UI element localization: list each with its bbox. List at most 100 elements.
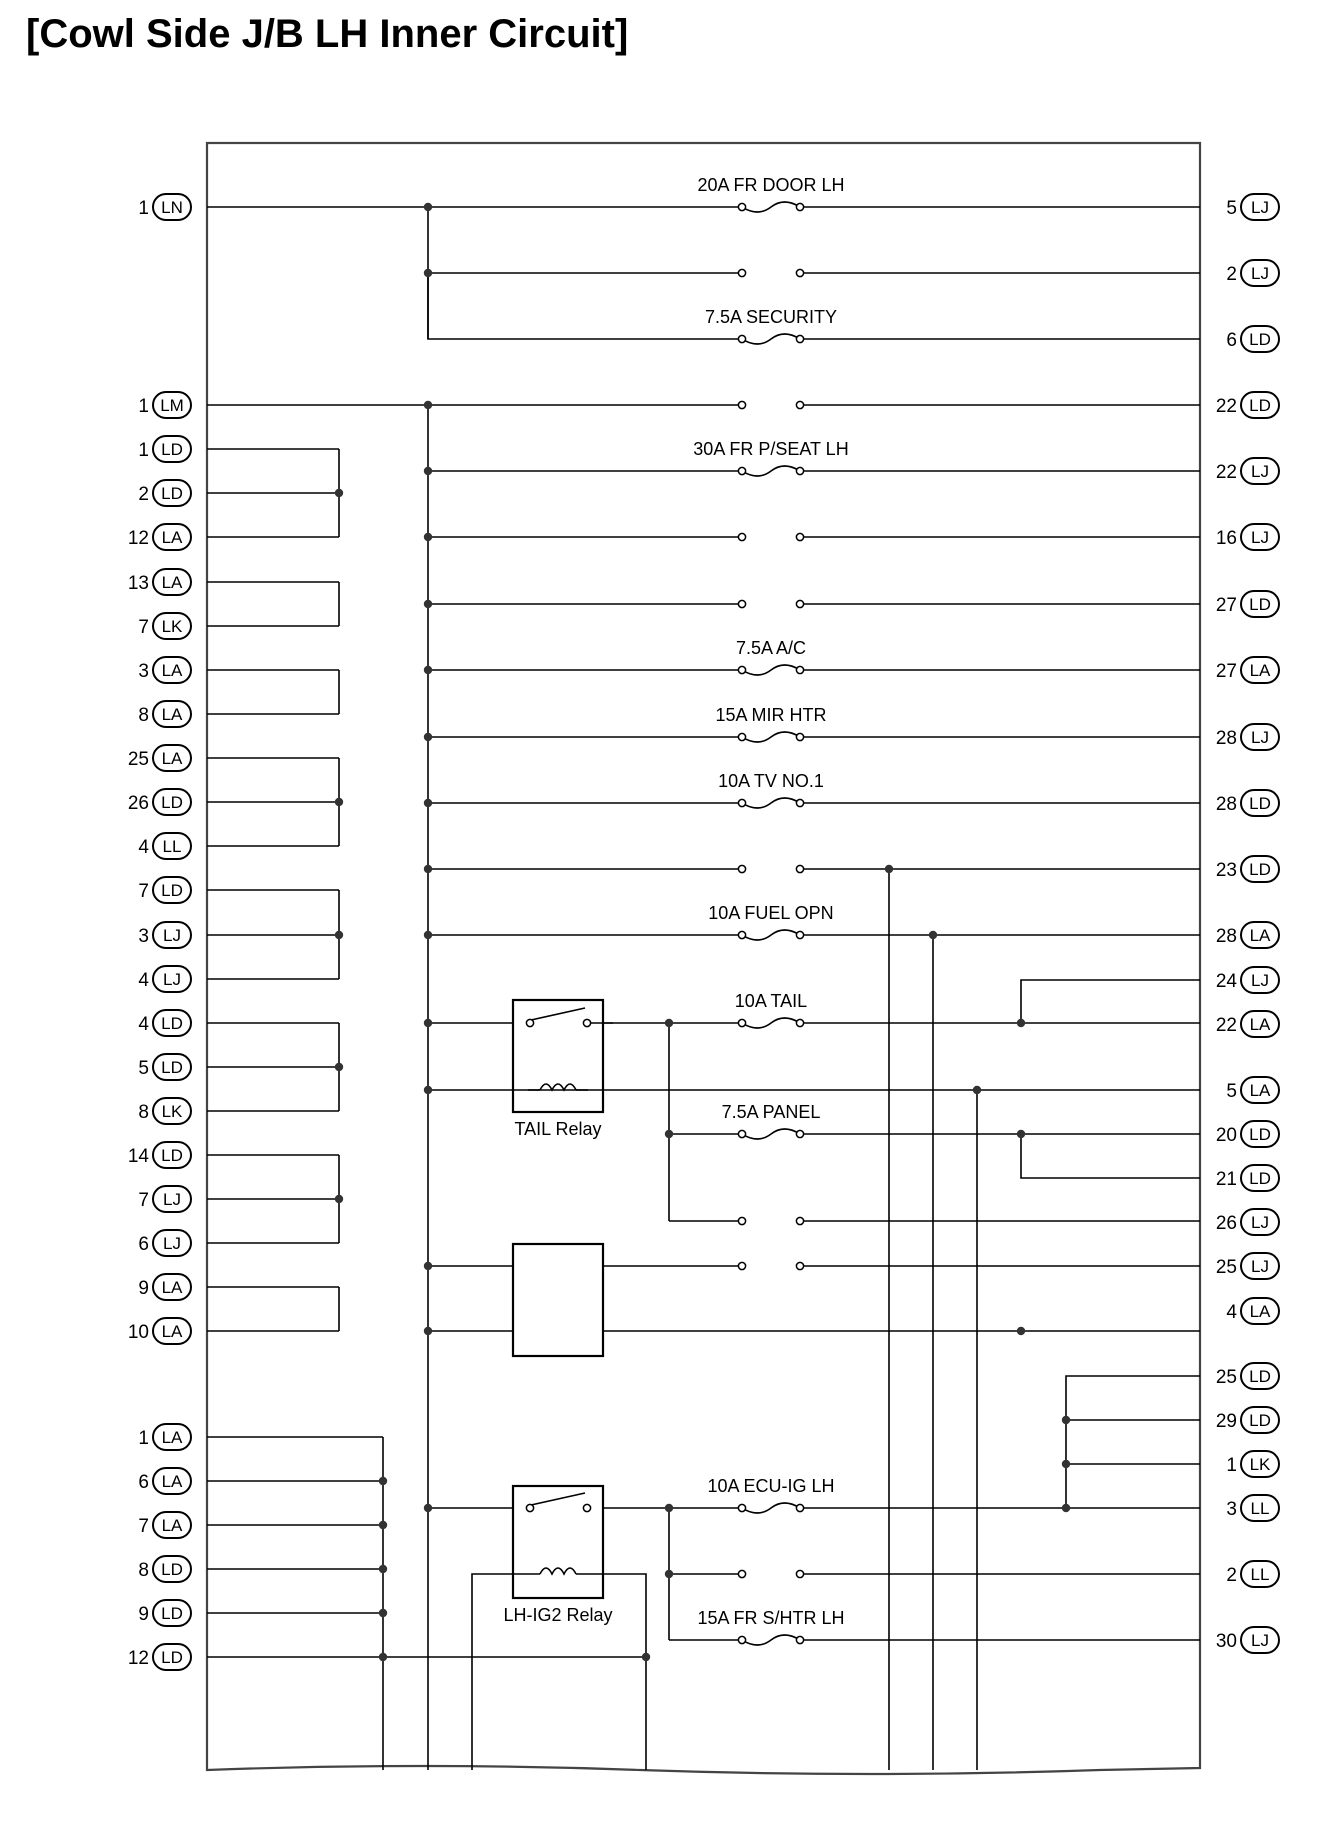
right-connector-15: LA5 [1226,1076,1280,1104]
pin-number: 3 [1226,1499,1237,1520]
connector-code: LD [1249,396,1271,415]
tail-relay-box [511,998,605,1114]
connector-code: LA [1250,926,1271,945]
relay-switch [530,1007,586,1021]
left-connector-26: LA7 [138,1511,192,1539]
pin-number: 6 [1226,330,1237,351]
connector-oval [1240,391,1280,419]
junction-dot [334,930,344,940]
pin-number: 3 [138,926,149,947]
connector-oval [1240,1164,1280,1192]
terminal-circle [525,1018,535,1028]
pin-number: 22 [1216,1015,1237,1036]
terminal-circle [795,1216,805,1226]
terminal-circle [795,732,805,742]
pin-number: 9 [138,1278,149,1299]
left-connector-21: LJ6 [138,1229,192,1257]
connector-code: LA [162,528,183,547]
lh-ig2-relay-box [511,1484,605,1600]
fuse-label: 30A FR P/SEAT LH [693,439,848,459]
fuse-label: 20A FR DOOR LH [697,175,844,195]
connector-code: LD [1249,330,1271,349]
pin-number: 4 [138,970,149,991]
connector-oval [1240,855,1280,883]
connector-oval [1240,325,1280,353]
connector-oval [1240,1297,1280,1325]
fuse-label: 7.5A SECURITY [705,307,837,327]
right-connector-3: LD 6 [1226,325,1280,353]
pin-number: 23 [1216,860,1237,881]
terminal-circle [737,400,747,410]
connector-code: LA [162,1278,183,1297]
terminal-circle [795,1569,805,1579]
junction-dot [423,1018,433,1028]
pin-number: 5 [1226,198,1237,219]
pin-number: 1 [138,396,149,417]
connector-oval [1240,723,1280,751]
fuse-symbol [741,664,801,676]
terminal-circle [737,798,747,808]
fuse-symbol [741,333,801,345]
connector-oval [152,1053,192,1081]
terminal-circle [795,930,805,940]
connector-code: LL [1251,1499,1270,1518]
left-connector-2: LM1 [138,391,192,419]
tail-relay-label: TAIL Relay [514,1119,601,1139]
connector-code: LA [1250,1302,1271,1321]
junction-dot [423,202,433,212]
terminal-circle [737,930,747,940]
connector-code: LA [162,1322,183,1341]
left-connector-15: LJ4 [138,965,192,993]
pin-number: 25 [1216,1367,1237,1388]
junction-dot [423,1326,433,1336]
terminal-circle [795,268,805,278]
connector-oval [152,193,192,221]
junction-block-frame [205,141,1202,1776]
pin-number: 1 [1226,1455,1237,1476]
connector-code: LJ [1251,198,1269,217]
connector-code: LL [163,837,182,856]
terminal-circle [795,532,805,542]
junction-dot [423,532,433,542]
terminal-circle [795,1635,805,1645]
junction-dot [423,798,433,808]
connector-code: LJ [1251,528,1269,547]
connector-oval [152,612,192,640]
junction-dot [423,466,433,476]
connector-oval [152,1643,192,1671]
terminal-circle [795,334,805,344]
terminal-circle [737,1635,747,1645]
terminal-circle [525,1503,535,1513]
right-connector-24: LL 3 [1226,1494,1280,1522]
connector-code: LA [162,573,183,592]
terminal-circle [795,665,805,675]
pin-number: 26 [1216,1213,1237,1234]
connector-oval [152,523,192,551]
connector-code: LA [1250,661,1271,680]
left-connector-3: LD1 [138,435,192,463]
junction-dot [1016,1129,1026,1139]
connector-code: LJ [163,926,181,945]
pin-number: 8 [138,1560,149,1581]
left-connector-25: LA6 [138,1467,192,1495]
right-connector-1: LJ 5 [1226,193,1280,221]
pin-number: 5 [138,1058,149,1079]
junction-dot [378,1608,388,1618]
junction-dot [334,1194,344,1204]
terminal-circle [737,532,747,542]
connector-oval [1240,1010,1280,1038]
terminal-circle [737,1261,747,1271]
connector-code: LJ [1251,1631,1269,1650]
junction-dot [378,1652,388,1662]
pin-number: 12 [128,1648,149,1669]
junction-dot [928,930,938,940]
connector-code: LN [161,198,183,217]
wire [471,1573,540,1770]
